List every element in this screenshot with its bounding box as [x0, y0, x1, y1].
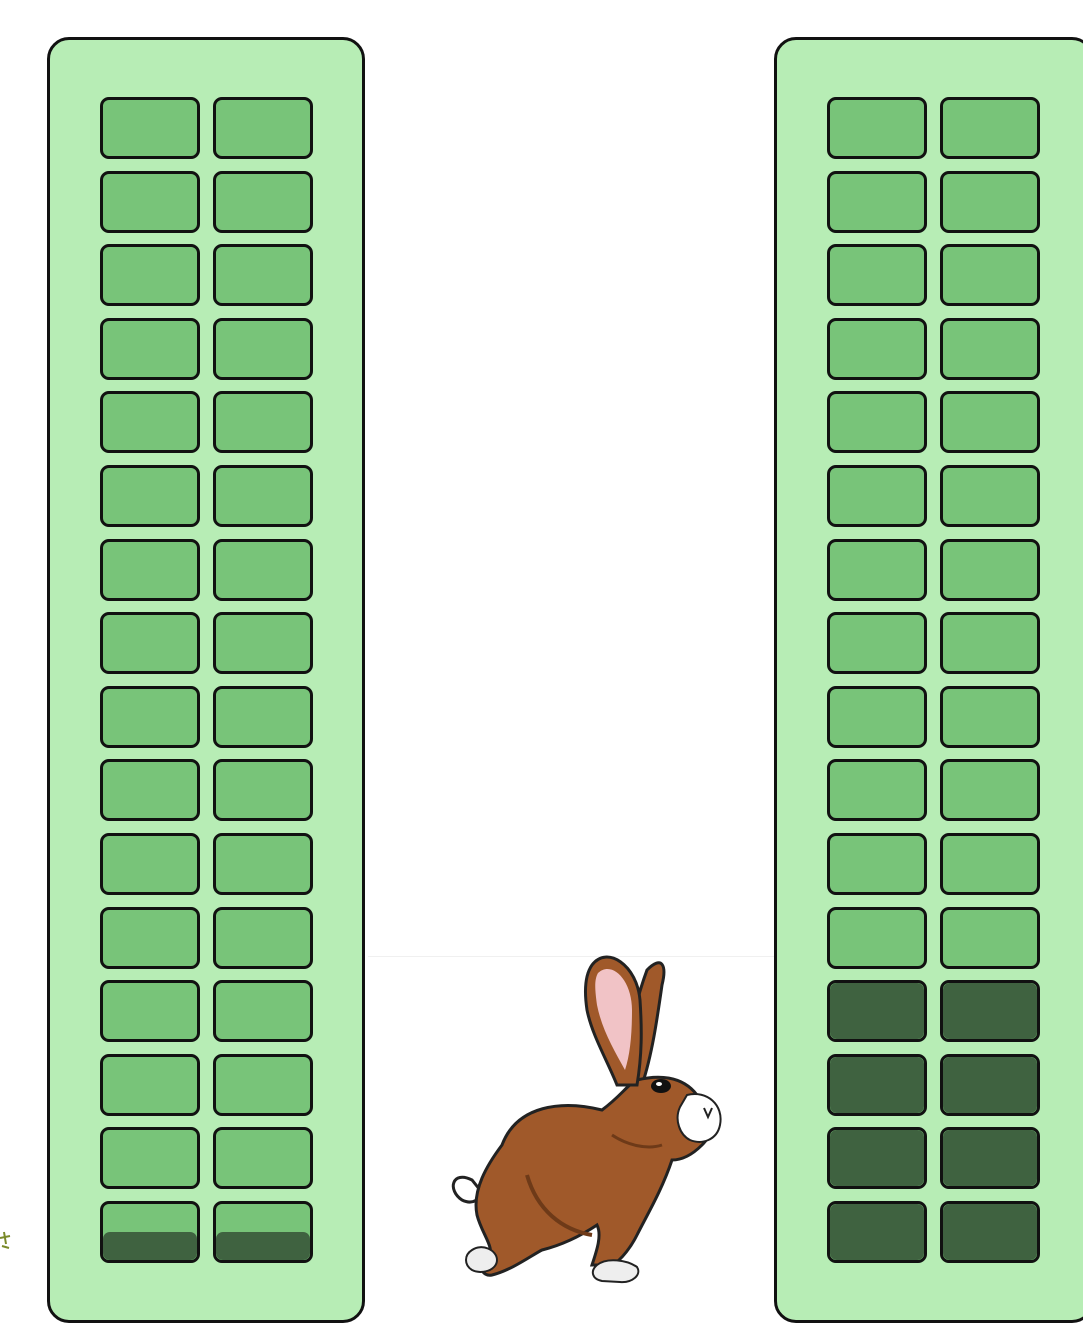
grid-cell[interactable]	[940, 318, 1040, 380]
grid-cell[interactable]	[213, 97, 313, 159]
grid-cell[interactable]	[213, 465, 313, 527]
cell-fill-level	[943, 1057, 1037, 1113]
critter-icon	[0, 1226, 12, 1250]
grid-cell[interactable]	[940, 244, 1040, 306]
grid-cell[interactable]	[100, 244, 200, 306]
grid-cell[interactable]	[940, 97, 1040, 159]
grid-cell[interactable]	[940, 907, 1040, 969]
grid-cell[interactable]	[827, 391, 927, 453]
grid-cell[interactable]	[100, 759, 200, 821]
grid-cell[interactable]	[940, 391, 1040, 453]
grid-cell[interactable]	[100, 1054, 200, 1116]
cell-fill-level	[830, 1204, 924, 1260]
grid-cell[interactable]	[100, 833, 200, 895]
grid-cell[interactable]	[940, 980, 1040, 1042]
grid-cell[interactable]	[213, 244, 313, 306]
grid-cell[interactable]	[827, 759, 927, 821]
grid-cell[interactable]	[213, 612, 313, 674]
grid-cell[interactable]	[827, 318, 927, 380]
right-fill-column	[774, 37, 1083, 1323]
left-fill-column	[47, 37, 365, 1323]
grid-cell[interactable]	[213, 759, 313, 821]
cell-fill-level	[216, 1232, 310, 1260]
cell-fill-level	[943, 1130, 1037, 1186]
grid-cell[interactable]	[827, 97, 927, 159]
grid-cell[interactable]	[940, 1127, 1040, 1189]
grid-cell[interactable]	[940, 833, 1040, 895]
grid-cell[interactable]	[213, 1127, 313, 1189]
grid-cell[interactable]	[213, 1201, 313, 1263]
grid-cell[interactable]	[100, 97, 200, 159]
grid-cell[interactable]	[940, 1054, 1040, 1116]
cell-fill-level	[943, 983, 1037, 1039]
grid-cell[interactable]	[100, 612, 200, 674]
grid-cell[interactable]	[940, 759, 1040, 821]
grid-cell[interactable]	[213, 980, 313, 1042]
grid-cell[interactable]	[827, 465, 927, 527]
grid-cell[interactable]	[213, 833, 313, 895]
grid-cell[interactable]	[213, 539, 313, 601]
grid-cell[interactable]	[100, 1127, 200, 1189]
grid-cell[interactable]	[213, 686, 313, 748]
grid-cell[interactable]	[100, 1201, 200, 1263]
grid-cell[interactable]	[100, 391, 200, 453]
grid-cell[interactable]	[827, 907, 927, 969]
grid-cell[interactable]	[827, 171, 927, 233]
grid-cell[interactable]	[827, 539, 927, 601]
grid-cell[interactable]	[213, 1054, 313, 1116]
grid-cell[interactable]	[100, 686, 200, 748]
grid-cell[interactable]	[827, 612, 927, 674]
grid-cell[interactable]	[827, 980, 927, 1042]
grid-cell[interactable]	[213, 907, 313, 969]
grid-cell[interactable]	[213, 391, 313, 453]
cell-fill-level	[830, 1130, 924, 1186]
grid-cell[interactable]	[940, 686, 1040, 748]
grid-cell[interactable]	[100, 539, 200, 601]
grid-cell[interactable]	[940, 539, 1040, 601]
grid-cell[interactable]	[100, 318, 200, 380]
grid-cell[interactable]	[213, 171, 313, 233]
grid-cell[interactable]	[940, 1201, 1040, 1263]
grid-cell[interactable]	[940, 465, 1040, 527]
grid-cell[interactable]	[940, 612, 1040, 674]
cell-fill-level	[830, 983, 924, 1039]
grid-cell[interactable]	[213, 318, 313, 380]
grid-cell[interactable]	[827, 1054, 927, 1116]
grid-cell[interactable]	[100, 171, 200, 233]
cell-fill-level	[103, 1232, 197, 1260]
cell-fill-level	[943, 1204, 1037, 1260]
grid-cell[interactable]	[827, 1201, 927, 1263]
grid-cell[interactable]	[827, 244, 927, 306]
grid-cell[interactable]	[100, 980, 200, 1042]
grid-cell[interactable]	[100, 907, 200, 969]
grid-cell[interactable]	[827, 833, 927, 895]
grid-cell[interactable]	[827, 1127, 927, 1189]
grid-cell[interactable]	[827, 686, 927, 748]
rabbit-icon[interactable]	[442, 945, 732, 1290]
grid-cell[interactable]	[940, 171, 1040, 233]
grid-cell[interactable]	[100, 465, 200, 527]
cell-fill-level	[830, 1057, 924, 1113]
